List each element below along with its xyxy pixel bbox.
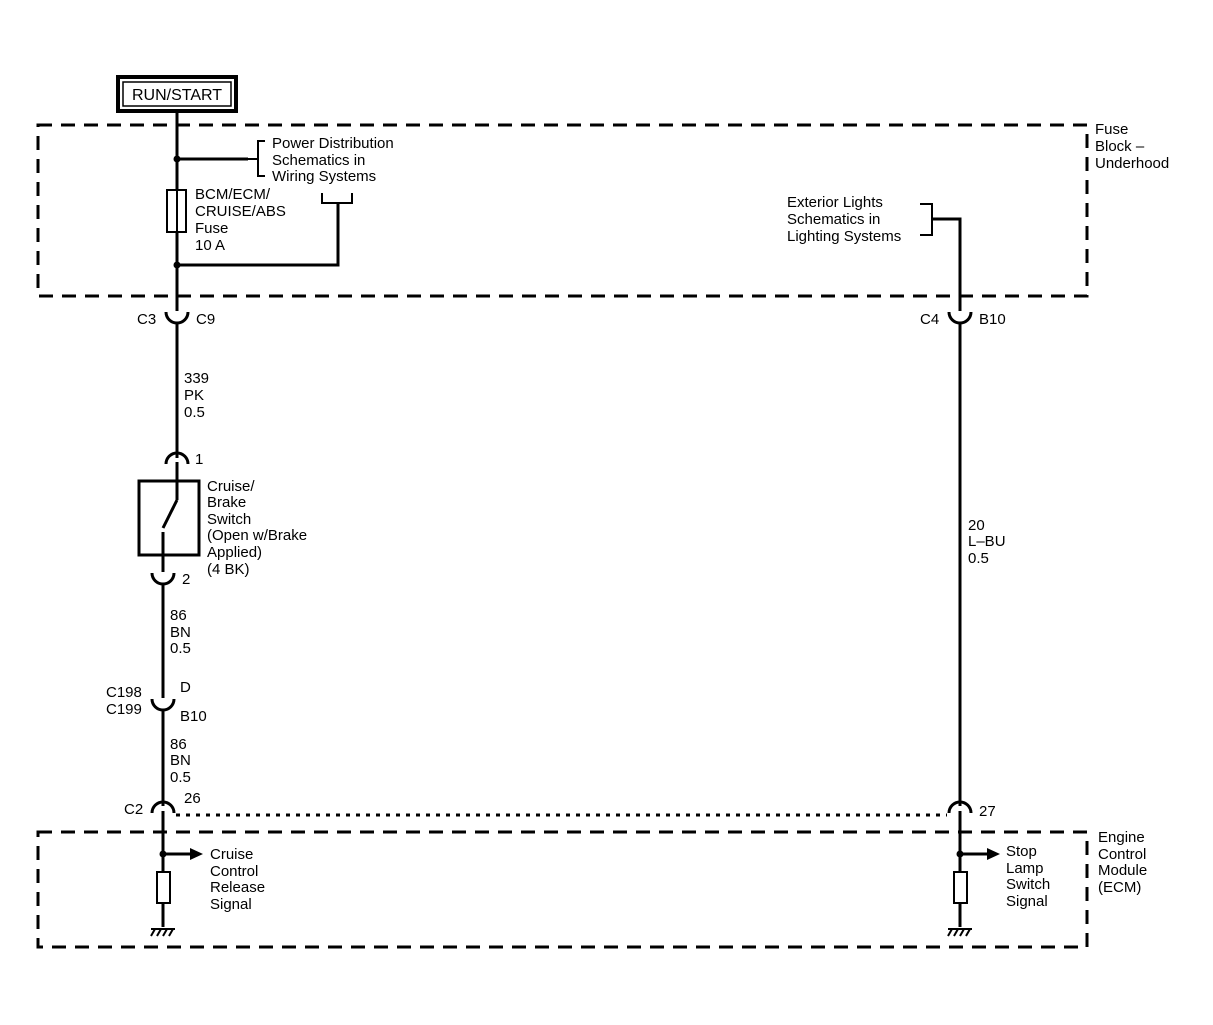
connector-label: D	[180, 679, 191, 696]
wire-label-line: BN	[170, 752, 191, 769]
ecm-left-signal-label: Cruise Control Release Signal	[210, 846, 265, 913]
ecm-border	[36, 830, 1089, 949]
fuse-symbol	[166, 189, 187, 233]
pin-label: 2	[182, 571, 190, 588]
fuse-block-name-line: Block –	[1095, 138, 1145, 155]
fuse-block-name-line: Fuse	[1095, 121, 1128, 138]
switch-label-line: Brake	[207, 494, 246, 511]
wire-label-line: 0.5	[170, 640, 191, 657]
connector-label: C2	[124, 801, 143, 818]
connector-pin-1: 1	[164, 451, 203, 481]
ext-ref-line: Exterior Lights	[787, 194, 883, 211]
wire-label-line: BN	[170, 624, 191, 641]
switch-label-line: (4 BK)	[207, 561, 250, 578]
fuse-label-line: Fuse	[195, 220, 228, 237]
signal-label-line: Release	[210, 879, 265, 896]
fuse-label-line: BCM/ECM/	[195, 186, 271, 203]
connector-label: C198	[106, 684, 142, 701]
connector-c3-c9: C3 C9	[137, 296, 215, 328]
power-ref-line: Power Distribution	[272, 135, 394, 152]
fuse-label-line: CRUISE/ABS	[195, 203, 286, 220]
connector-c2: C2 26 27	[124, 790, 996, 832]
ecm-right-signal-label: Stop Lamp Switch Signal	[1006, 843, 1050, 910]
pin-label: 26	[184, 790, 201, 807]
ecm-name-line: Module	[1098, 862, 1147, 879]
cruise-brake-switch	[137, 479, 201, 557]
power-ref-line: Wiring Systems	[272, 168, 376, 185]
wire-label-line: 0.5	[968, 550, 989, 567]
fuse-block-border	[36, 123, 1089, 298]
wire-label-line: 86	[170, 607, 187, 624]
connector-pin-2: 2	[150, 555, 190, 588]
switch-label-line: (Open w/Brake	[207, 527, 307, 544]
arrow-right-icon	[987, 848, 1000, 860]
wire-label-line: 20	[968, 517, 985, 534]
fuse-label: BCM/ECM/ CRUISE/ABS Fuse 10 A	[195, 186, 286, 254]
connector-label: C3	[137, 311, 156, 328]
signal-label-line: Signal	[210, 896, 252, 913]
wire-label-line: 86	[170, 736, 187, 753]
connector-label: B10	[180, 708, 207, 725]
signal-label-line: Stop	[1006, 843, 1037, 860]
wire-339-label: 339 PK 0.5	[184, 370, 209, 421]
switch-label: Cruise/ Brake Switch (Open w/Brake Appli…	[207, 478, 307, 578]
wire-label-line: 339	[184, 370, 209, 387]
ecm-left-circuit	[150, 832, 203, 937]
wire-86-lower-label: 86 BN 0.5	[170, 736, 191, 786]
ext-ref-line: Lighting Systems	[787, 228, 901, 245]
ecm-name-line: Engine	[1098, 829, 1145, 846]
ecm-right-circuit	[947, 832, 1000, 937]
pin-label: 1	[195, 451, 203, 468]
wire-label-line: 0.5	[170, 769, 191, 786]
ground-icon	[150, 928, 175, 937]
signal-label-line: Signal	[1006, 893, 1048, 910]
power-ref-line: Schematics in	[272, 152, 365, 169]
arrow-right-icon	[190, 848, 203, 860]
switch-label-line: Switch	[207, 511, 251, 528]
switch-label-line: Applied)	[207, 544, 262, 561]
ecm-name-line: (ECM)	[1098, 879, 1141, 896]
connector-c198-c199: C198 C199 D B10	[106, 679, 207, 725]
wire-label-line: L–BU	[968, 533, 1006, 550]
fuse-label-line: 10 A	[195, 237, 225, 254]
ground-icon	[947, 928, 972, 937]
ecm-name-line: Control	[1098, 846, 1146, 863]
ext-ref-line: Schematics in	[787, 211, 880, 228]
switch-label-line: Cruise/	[207, 478, 255, 495]
power-source-label: RUN/START	[132, 87, 222, 104]
power-source-box: RUN/START	[116, 75, 238, 113]
connector-label: C9	[196, 311, 215, 328]
connector-c4-b10: C4 B10	[920, 296, 1006, 328]
wire-fuse-ref-tap	[177, 203, 340, 267]
connector-label: B10	[979, 311, 1006, 328]
signal-label-line: Control	[210, 863, 258, 880]
ecm-name: Engine Control Module (ECM)	[1098, 829, 1147, 896]
wire-20-label: 20 L–BU 0.5	[968, 517, 1006, 567]
ext-lights-ref: Exterior Lights Schematics in Lighting S…	[787, 194, 962, 296]
connector-label: C4	[920, 311, 939, 328]
pin-label: 27	[979, 803, 996, 820]
connector-label: C199	[106, 701, 142, 718]
signal-label-line: Switch	[1006, 876, 1050, 893]
signal-label-line: Cruise	[210, 846, 253, 863]
fuse-block-name: Fuse Block – Underhood	[1095, 121, 1169, 172]
signal-label-line: Lamp	[1006, 860, 1044, 877]
wire-label-line: PK	[184, 387, 204, 404]
wire-label-line: 0.5	[184, 404, 205, 421]
wire-86-upper-label: 86 BN 0.5	[170, 607, 191, 657]
fuse-block-name-line: Underhood	[1095, 155, 1169, 172]
